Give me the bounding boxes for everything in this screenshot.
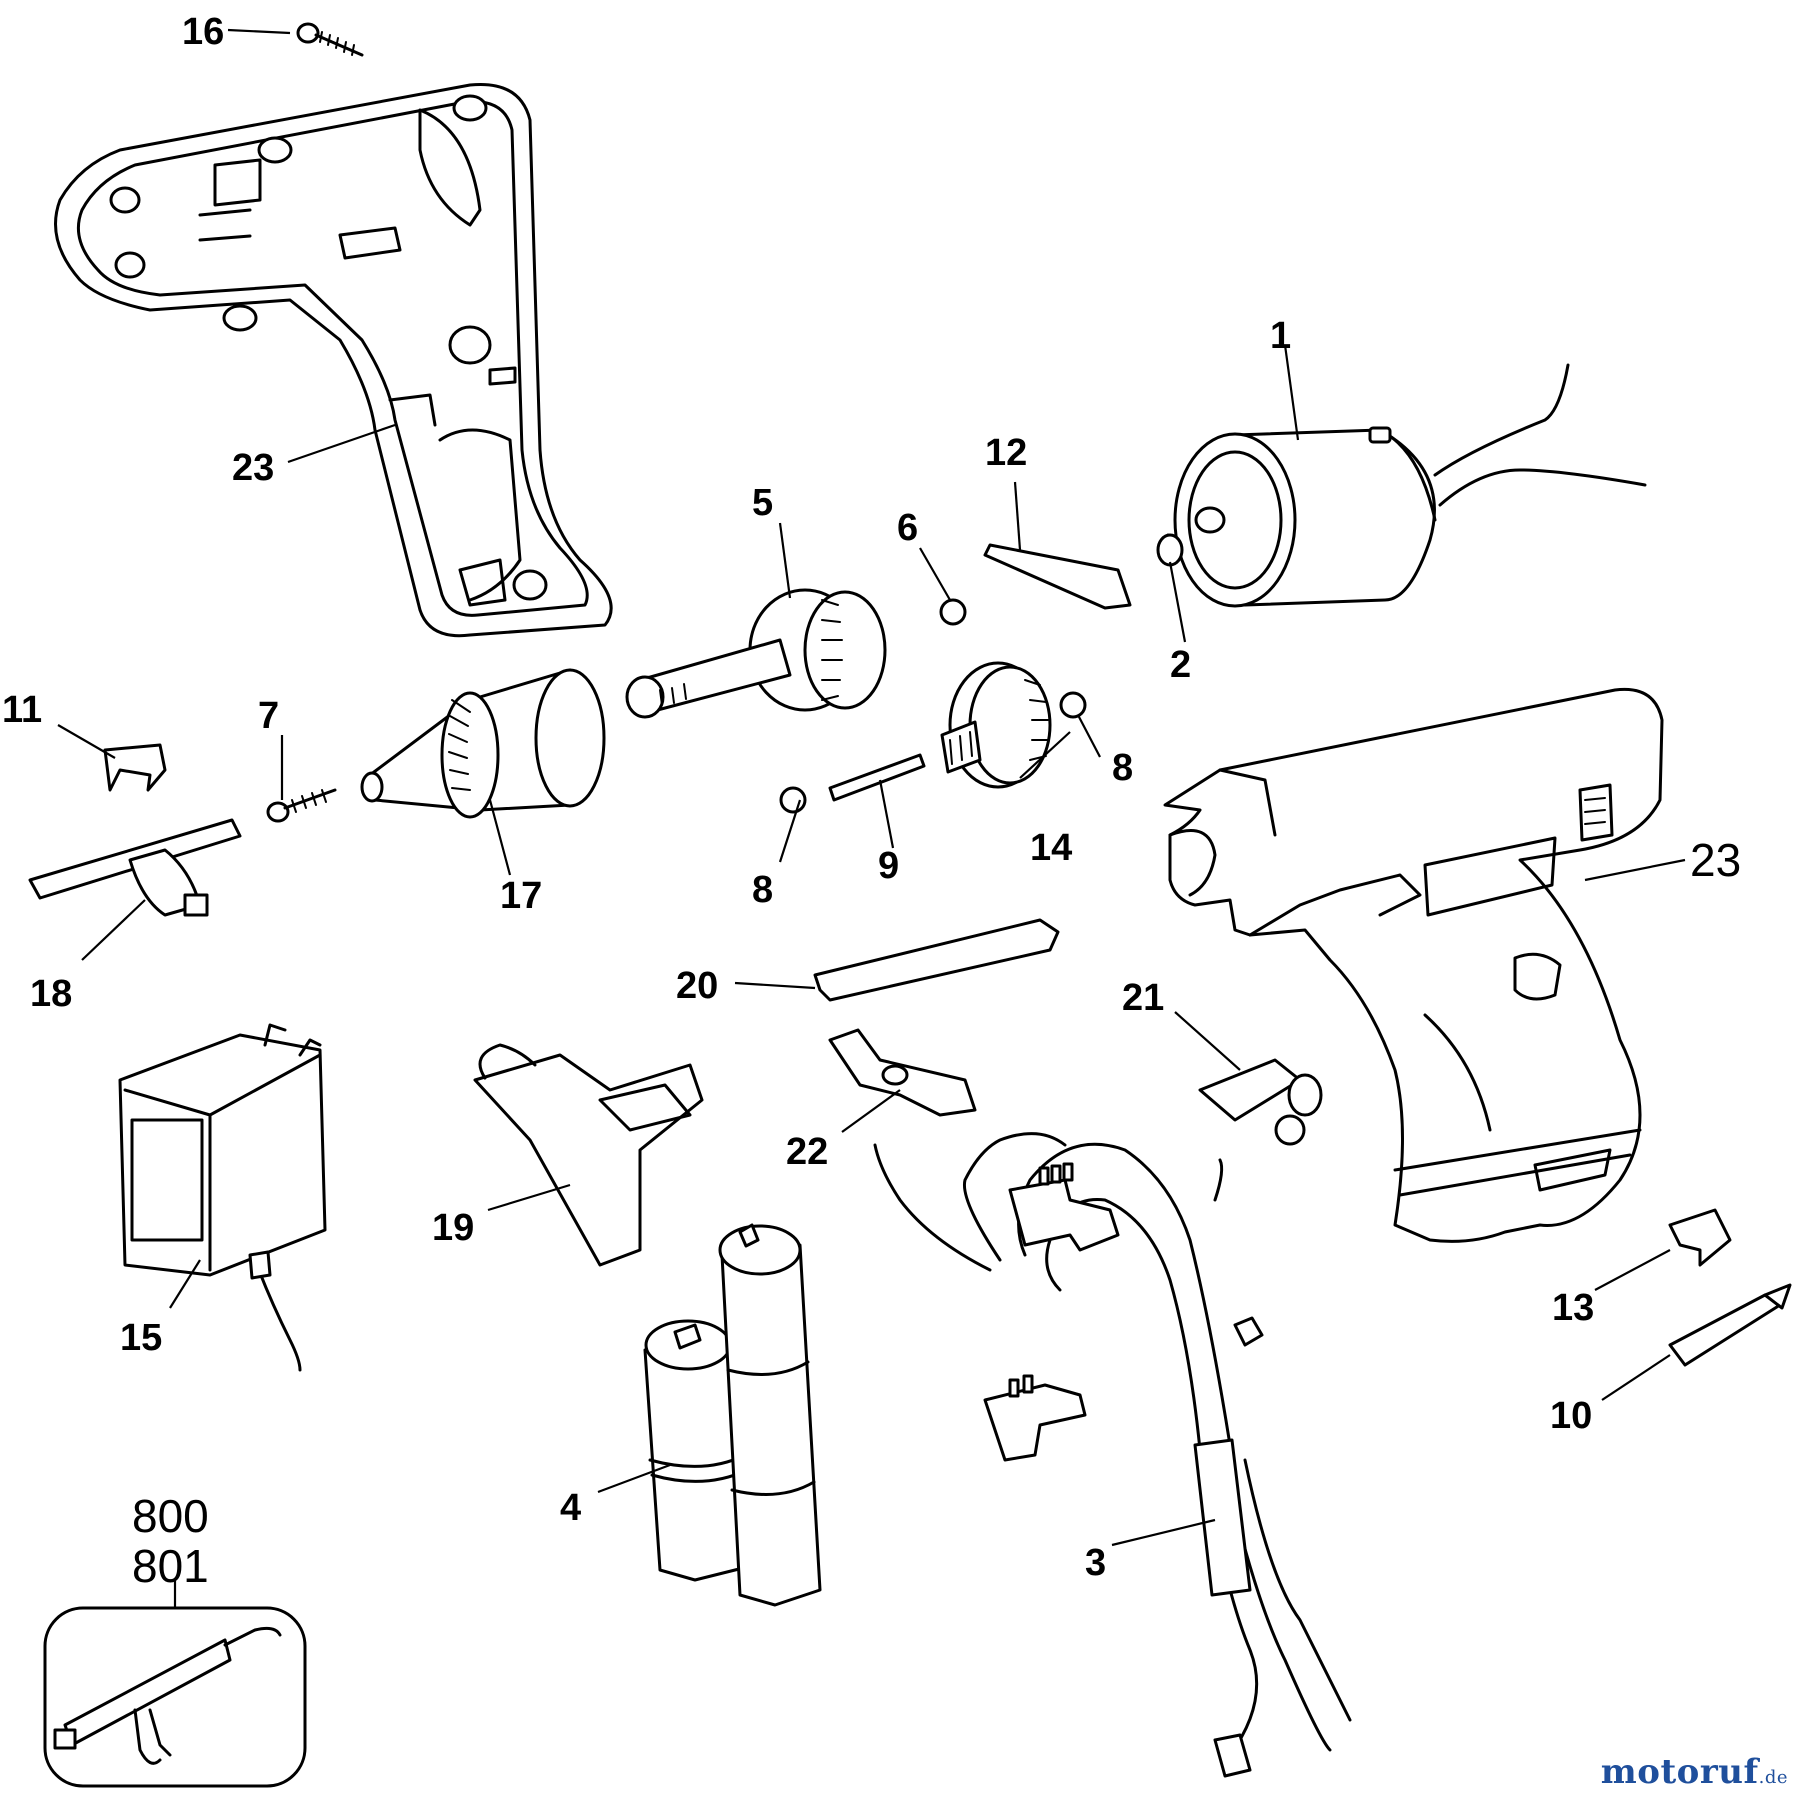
callout-801: 801 [132,1540,209,1592]
callout-23-right: 23 [1690,834,1741,886]
callout-21: 21 [1122,977,1164,1019]
part-16-screw [296,22,364,57]
callout-14: 14 [1030,827,1072,869]
callout-800: 800 [132,1490,209,1542]
part-10-bit [1668,1283,1792,1367]
callout-8-left: 8 [752,869,773,911]
callout-13: 13 [1552,1287,1594,1329]
callout-7: 7 [258,695,279,737]
watermark-logo: motoruf.de [1601,1752,1788,1792]
part-3-wiring-harness [873,1132,1352,1778]
callout-labels: 16 1 12 6 5 23 2 11 7 8 17 8 9 14 23 18 … [2,11,1741,1592]
part-15-charger [118,1023,327,1372]
callout-1: 1 [1270,315,1291,357]
watermark-tld: .de [1758,1767,1788,1788]
callout-4: 4 [560,1487,581,1529]
part-2-pinion [1156,533,1184,567]
callout-10: 10 [1550,1395,1592,1437]
part-22-slider [828,1028,977,1117]
callout-3: 3 [1085,1542,1106,1584]
part-20-lever [813,918,1060,1002]
part-8-ball-right [1059,691,1087,719]
part-21-contact [1198,1058,1323,1146]
part-12-plate [983,543,1132,610]
part-800-801-inset [43,1606,307,1788]
part-1-motor [1173,363,1647,608]
part-23-left-housing [54,82,613,638]
part-9-pin [828,753,926,802]
leader-lines [57,28,1686,1608]
callout-8-right: 8 [1112,747,1133,789]
part-8-ball-left [779,786,807,814]
part-11-clip [103,743,167,792]
callout-16: 16 [182,11,224,53]
part-6-ball [939,598,967,626]
callout-15: 15 [120,1317,162,1359]
watermark-brand: motoruf [1600,1752,1759,1792]
part-18-chuck-key [28,818,242,917]
part-4-battery-pack [643,1223,822,1607]
callout-22: 22 [786,1131,828,1173]
callout-18: 18 [30,973,72,1015]
callout-9: 9 [878,845,899,887]
callout-11: 11 [2,689,42,731]
callout-6: 6 [897,507,918,549]
callout-12: 12 [985,432,1027,474]
part-13-clip [1668,1208,1732,1267]
callout-17: 17 [500,875,542,917]
callout-19: 19 [432,1207,474,1249]
part-7-screw [266,788,337,823]
part-14-gear [940,661,1052,789]
part-5-spindle-gear [625,588,887,719]
callout-23-top: 23 [232,447,274,489]
callout-2: 2 [1170,644,1191,686]
part-23-right-housing [1163,687,1664,1243]
part-17-chuck [360,668,606,819]
callout-5: 5 [752,482,773,524]
callout-20: 20 [676,965,718,1007]
part-19-switch [473,1043,704,1267]
